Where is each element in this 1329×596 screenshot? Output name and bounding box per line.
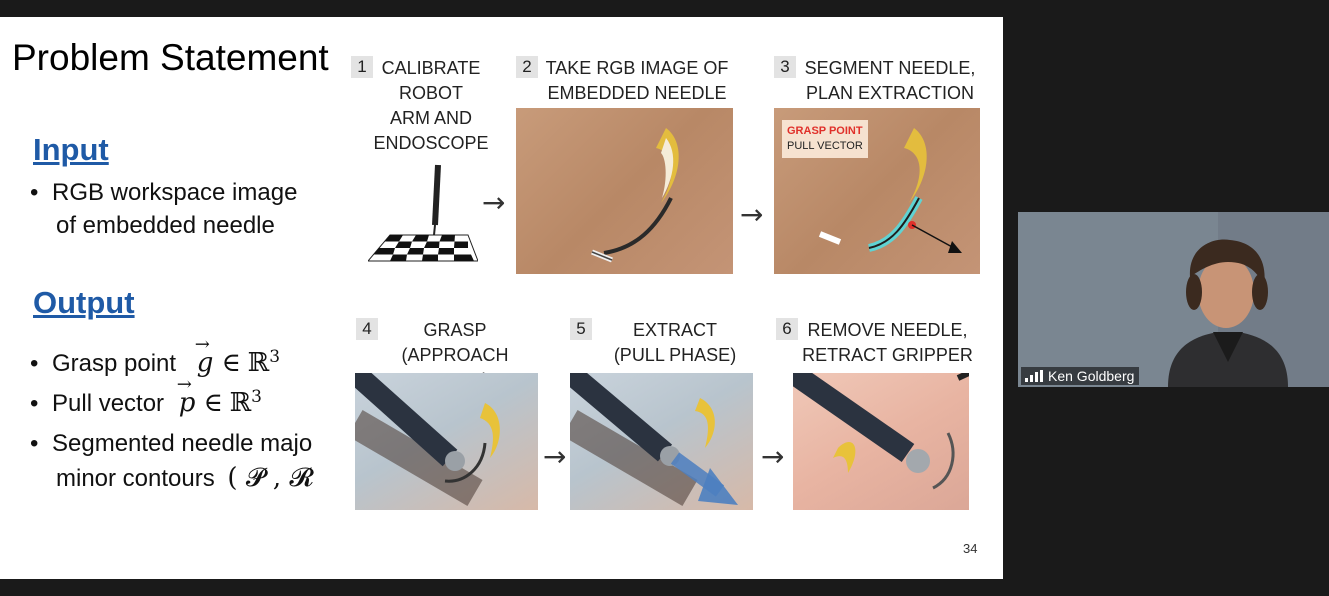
calibration-checkerboard-illustration [368, 155, 478, 265]
output-bullet-grasp: •Grasp point → g ∈ ℝ3 [30, 334, 281, 378]
step-4-number: 4 [356, 318, 378, 340]
signal-bars-icon [1025, 370, 1043, 382]
output-bullet-pull: •Pull vector → p ∈ ℝ3 [30, 374, 262, 418]
flow-arrow-5-6: → [761, 440, 785, 473]
step-3-label: SEGMENT NEEDLE,PLAN EXTRACTION [804, 58, 976, 103]
step-1-number: 1 [351, 56, 373, 78]
pull-direction-arrow [698, 468, 738, 505]
pull-vector-arrowhead [948, 241, 962, 253]
grasp-phase-image [355, 373, 538, 510]
embedded-needle-image [516, 108, 733, 274]
input-bullet-line1: •RGB workspace image [30, 179, 298, 206]
participant-name: Ken Goldberg [1048, 368, 1135, 384]
step-2-number: 2 [516, 56, 538, 78]
output-bullet-segmented-line2: minor contours ( 𝓟 , 𝓡 [56, 463, 314, 493]
pull-phase-image [570, 373, 753, 510]
step-5-number: 5 [570, 318, 592, 340]
step-6-label: REMOVE NEEDLE,RETRACT GRIPPER [802, 320, 973, 365]
step-6-number: 6 [776, 318, 798, 340]
presentation-slide: Problem Statement Input •RGB workspace i… [0, 17, 1003, 579]
participant-video-feed [1018, 212, 1329, 387]
remove-needle-image [793, 373, 969, 510]
participant-video-tile[interactable]: Ken Goldberg [1018, 212, 1329, 387]
flow-arrow-1-2: → [482, 186, 506, 219]
participant-name-tag: Ken Goldberg [1021, 367, 1140, 385]
slide-page-number: 34 [963, 541, 978, 556]
output-bullet-segmented-line1: •Segmented needle majo [30, 430, 313, 457]
input-heading: Input [33, 132, 109, 167]
overlay-legend: GRASP POINT PULL VECTOR [782, 120, 868, 158]
step-5-label: EXTRACT(PULL PHASE) [613, 320, 737, 365]
output-heading: Output [33, 285, 135, 320]
flow-arrow-2-3: → [740, 198, 764, 231]
slide-title: Problem Statement [12, 37, 329, 78]
input-bullet-line2: of embedded needle [56, 212, 275, 239]
flow-arrow-4-5: → [543, 440, 567, 473]
segmented-needle-image: GRASP POINT PULL VECTOR [774, 108, 980, 274]
step-3-number: 3 [774, 56, 796, 78]
